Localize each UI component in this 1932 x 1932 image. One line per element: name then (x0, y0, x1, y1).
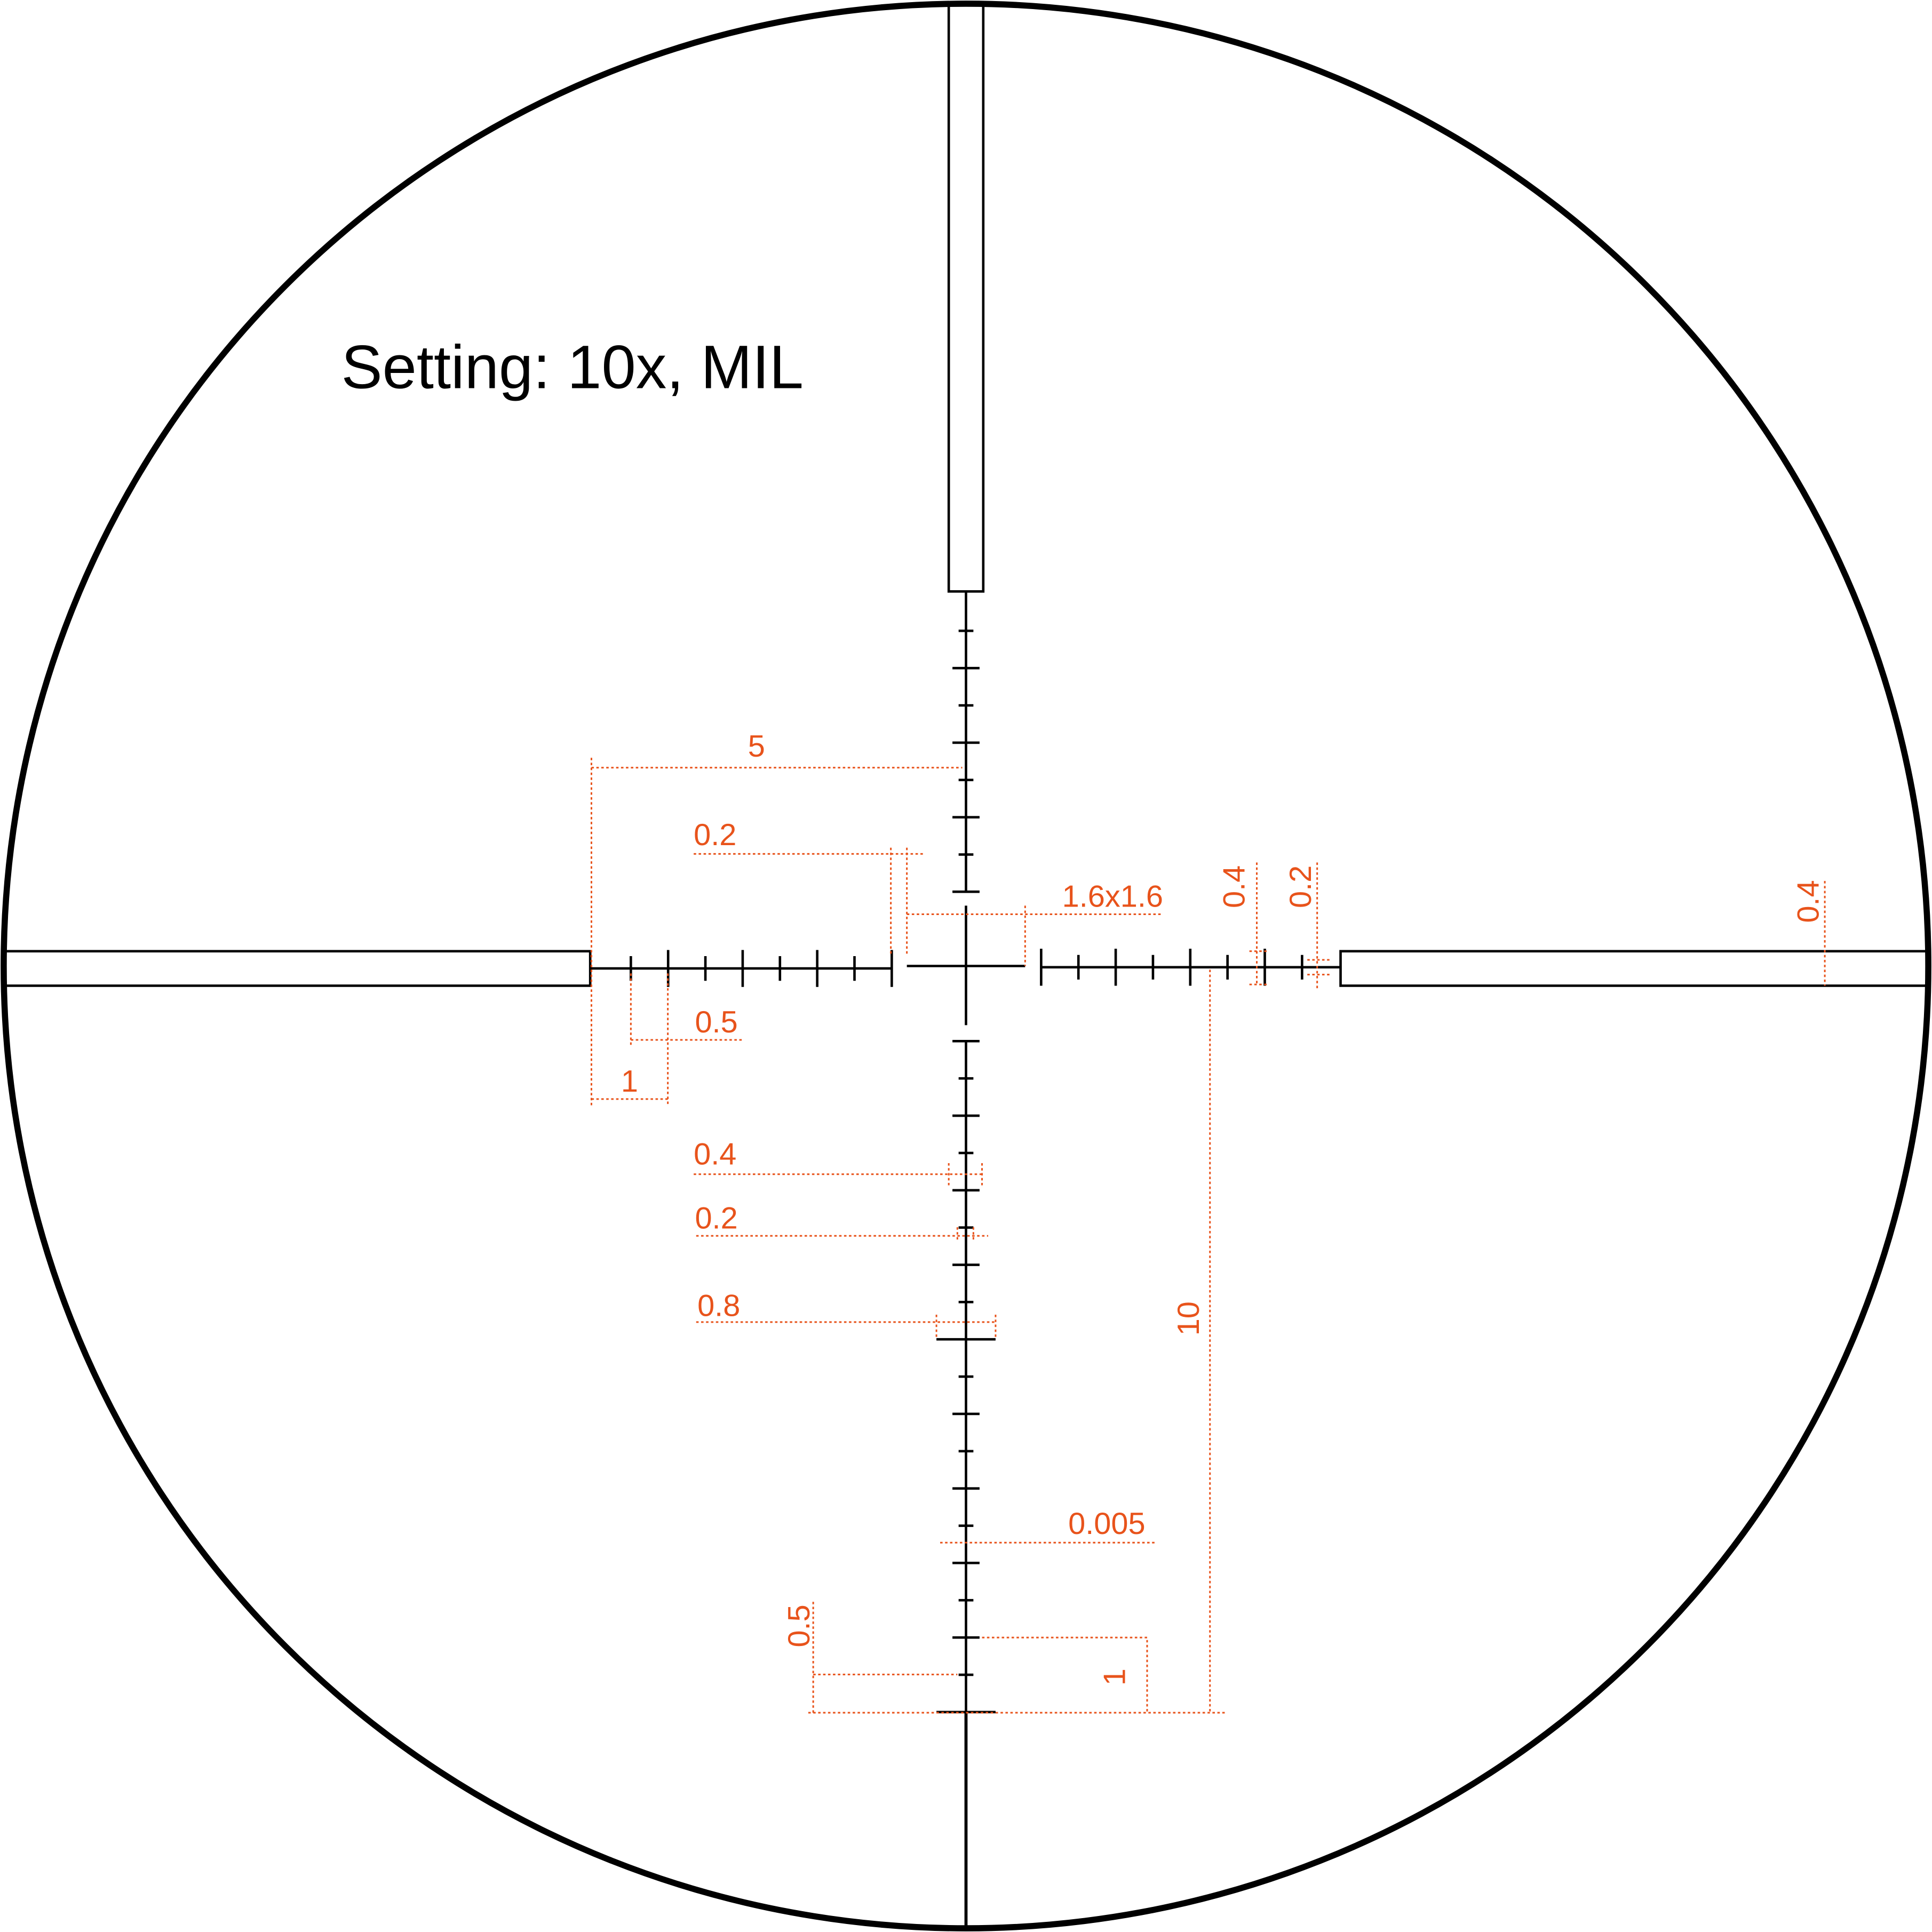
label-tick-0.2: 0.2 (1284, 865, 1318, 908)
label-vert-0.5: 0.5 (782, 1604, 816, 1647)
label-gap-0.2: 0.2 (694, 818, 736, 852)
label-width-0.4: 0.4 (694, 1137, 736, 1171)
top-post (947, 2, 985, 593)
setting-title: Setting: 10x, MIL (341, 332, 804, 401)
label-post-0.4: 0.4 (1792, 880, 1826, 923)
left-post (3, 950, 592, 987)
label-width-0.2: 0.2 (695, 1201, 737, 1235)
label-0.5: 0.5 (695, 1005, 737, 1039)
annotations: 5 0.2 1.6x1.6 0.4 0.2 0.4 0.5 1 0.4 0.2 … (590, 729, 1826, 1714)
label-1.6x1.6: 1.6x1.6 (1062, 880, 1163, 914)
label-tick-0.4: 0.4 (1217, 865, 1251, 908)
label-vert-1: 1 (1098, 1668, 1132, 1685)
label-0.005: 0.005 (1068, 1507, 1145, 1541)
label-1: 1 (621, 1064, 638, 1099)
label-width-0.8: 0.8 (697, 1289, 740, 1323)
right-post (1339, 950, 1929, 987)
label-5: 5 (748, 729, 765, 764)
label-10: 10 (1172, 1301, 1206, 1335)
